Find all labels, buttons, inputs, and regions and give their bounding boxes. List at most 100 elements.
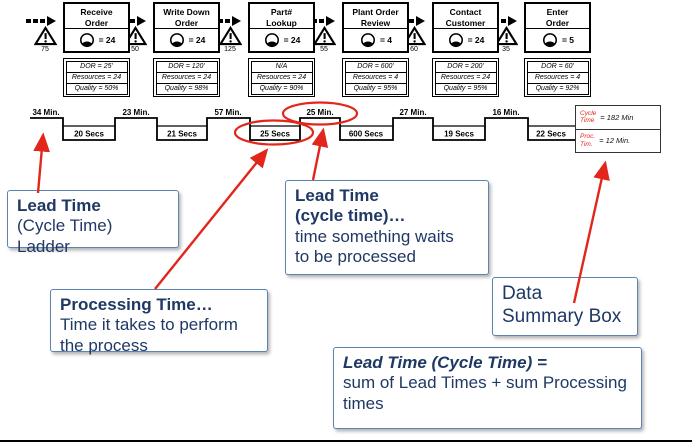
inventory-triangle-icon: [494, 26, 518, 46]
process-group: Contact Customer = 24 DOR = 200' Resourc…: [432, 2, 499, 97]
process-title-line: Review: [360, 17, 391, 28]
operator-icon: [360, 32, 375, 47]
process-title-line: Receive: [80, 7, 113, 17]
ladder-step-label: 57 Min.: [214, 108, 241, 117]
inventory-triangle: 35: [492, 26, 520, 53]
summary-row: Proc. Tim. = 12 Min.: [576, 128, 660, 153]
data-row: Resources = 24: [435, 73, 496, 84]
operator-icon: [542, 32, 557, 47]
process-data-box: DOR = 60' Resources = 4 Quality = 92%: [524, 58, 591, 97]
process-data-box: DOR = 200' Resources = 24 Quality = 95%: [432, 58, 499, 97]
process-title-line: Order: [84, 17, 109, 28]
process-group: Enter Order = 5 DOR = 60' Resources = 4 …: [524, 2, 591, 97]
operator-icon: [264, 32, 279, 47]
process-title-line: Enter: [546, 7, 569, 17]
inventory-count: 55: [320, 46, 328, 53]
summary-row-label: Proc. Tim.: [580, 133, 596, 148]
inventory-triangle-icon: [123, 26, 147, 46]
ladder-step-label: 600 Secs: [349, 130, 384, 139]
process-title-line: Customer: [445, 17, 486, 28]
data-row: N/A: [251, 62, 312, 73]
operator-icon: [79, 32, 94, 47]
process-box: Receive Order = 24: [63, 2, 130, 53]
process-title-line: Write Down: [163, 7, 210, 17]
data-row: Quality = 50%: [74, 85, 119, 92]
process-title: Write Down Order: [155, 4, 218, 29]
callout-text: (Cycle Time) Ladder: [17, 216, 113, 256]
data-row: Resources = 24: [66, 73, 127, 84]
ladder-step-label: 25 Secs: [260, 130, 290, 139]
ladder-step-label: 16 Min.: [492, 108, 519, 117]
inventory-triangle: 55: [310, 26, 338, 53]
inventory-triangle-icon: [402, 26, 426, 46]
operator-icon: [169, 32, 184, 47]
data-row: Resources = 4: [527, 73, 588, 84]
data-row: DOR = 25': [66, 62, 127, 73]
summary-row-value: = 12 Min.: [599, 136, 631, 146]
inbound-connector: 50: [116, 16, 154, 64]
process-box: Enter Order = 5: [524, 2, 591, 53]
callout-lead-time-definition: Lead Time (cycle time)… time something w…: [285, 180, 489, 275]
data-row: DOR = 600': [345, 62, 406, 73]
operator-count: = 5: [561, 35, 575, 45]
ladder-step-label: 25 Min.: [306, 108, 333, 117]
dashed-arrow-icon: [26, 16, 64, 26]
callout-text: time something waits: [295, 226, 454, 246]
data-row: Resources = 24: [156, 73, 217, 84]
callout-data-summary-box: Data Summary Box: [492, 277, 638, 336]
process-group: Plant Order Review = 4 DOR = 600' Resour…: [342, 2, 409, 97]
process-data-box: DOR = 120' Resources = 24 Quality = 98%: [153, 58, 220, 97]
data-row: DOR = 200': [435, 62, 496, 73]
process-box: Write Down Order = 24: [153, 2, 220, 53]
ladder-step-label: 21 Secs: [167, 130, 197, 139]
inventory-triangle-icon: [218, 26, 242, 46]
ladder-step-label: 19 Secs: [444, 130, 474, 139]
process-box: Contact Customer = 24: [432, 2, 499, 53]
inventory-count: 125: [224, 46, 236, 53]
callout-lead-time-ladder: Lead Time (Cycle Time) Ladder: [7, 190, 179, 256]
ladder-step-label: 34 Min.: [32, 108, 59, 117]
data-summary-box: Cycle Time = 182 Min Proc. Tim. = 12 Min…: [575, 105, 661, 153]
process-box: Part# Lookup = 24: [248, 2, 315, 53]
operator-count: = 24: [188, 35, 206, 45]
data-row: DOR = 60': [527, 62, 588, 73]
inventory-triangle: 60: [400, 26, 428, 53]
callout-text: Lead Time: [295, 186, 379, 205]
callout-lead-time-formula: Lead Time (Cycle Time) = sum of Lead Tim…: [333, 347, 642, 429]
operator-count: = 24: [98, 35, 116, 45]
callout-processing-time: Processing Time… Time it takes to perfor…: [50, 289, 268, 355]
process-group: Part# Lookup = 24 N/A Resources = 24 Qua…: [248, 2, 315, 97]
ladder-step-label: 27 Min.: [399, 108, 426, 117]
process-box: Plant Order Review = 4: [342, 2, 409, 53]
callout-text: to be processed: [295, 247, 416, 267]
lead-time-ladder: 34 Min. 20 Secs 23 Min. 21 Secs 57 Min. …: [30, 101, 575, 146]
ladder-line: [30, 117, 575, 141]
inventory-triangle: 75: [31, 26, 59, 53]
data-row: Quality = 95%: [353, 85, 398, 92]
operator-count: = 4: [379, 35, 393, 45]
callout-text: the process: [60, 335, 148, 355]
slide-bottom-border: [0, 440, 692, 443]
inventory-count: 35: [502, 46, 510, 53]
callout-text: Data: [502, 283, 543, 304]
data-row: Resources = 24: [251, 73, 312, 84]
operator-count: = 24: [467, 35, 485, 45]
inventory-count: 60: [410, 46, 418, 53]
process-title-line: Contact: [449, 7, 482, 17]
inventory-triangle-icon: [312, 26, 336, 46]
callout-text: Processing Time…: [60, 295, 213, 314]
summary-row: Cycle Time = 182 Min: [576, 106, 660, 129]
inventory-triangle: 50: [121, 26, 149, 53]
data-row: Resources = 4: [345, 73, 406, 84]
process-title-line: Order: [545, 17, 570, 28]
inventory-count: 75: [41, 46, 49, 53]
process-data-box: DOR = 25' Resources = 24 Quality = 50%: [63, 58, 130, 97]
inbound-connector: 75: [26, 16, 64, 64]
data-row: DOR = 120': [156, 62, 217, 73]
process-title: Enter Order: [526, 4, 589, 29]
process-data-box: N/A Resources = 24 Quality = 90%: [248, 58, 315, 97]
callout-text: Summary Box: [502, 305, 622, 327]
callout-text: sum of Lead Times + sum Processing: [343, 373, 627, 393]
process-title: Plant Order Review: [344, 4, 407, 29]
